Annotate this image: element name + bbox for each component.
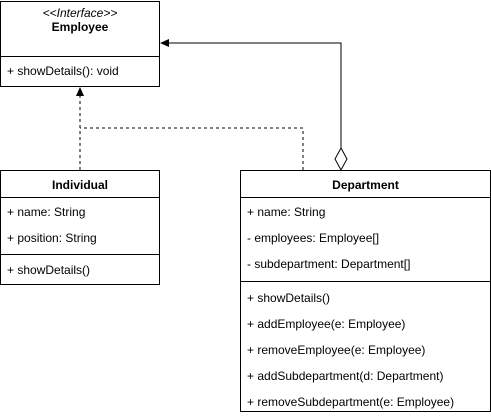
individual-attributes: + name: String + position: String — [1, 198, 159, 254]
employee-class-name: Employee — [51, 20, 109, 34]
aggregation-arrowhead-icon — [160, 39, 169, 47]
department-method: + showDetails() — [247, 291, 331, 305]
realization-arrowhead-icon — [76, 87, 84, 96]
realization-department-line — [80, 127, 304, 170]
individual-class-name: Individual — [51, 178, 108, 192]
employee-header: <<Interface>> Employee — [1, 2, 159, 57]
individual-attribute: + name: String — [7, 205, 86, 219]
department-attribute: - employees: Employee[] — [247, 231, 380, 245]
department-method: + addEmployee(e: Employee) — [247, 317, 406, 331]
individual-header: Individual — [1, 171, 159, 198]
individual-methods: + showDetails() — [1, 254, 159, 284]
department-method: + removeSubdepartment(e: Employee) — [247, 395, 455, 409]
department-attribute: + name: String — [247, 205, 326, 219]
individual-attribute: + position: String — [7, 231, 97, 245]
department-class-name: Department — [332, 178, 399, 192]
employee-stereotype: <<Interface>> — [42, 6, 118, 20]
department-method: + addSubdepartment(d: Department) — [247, 369, 444, 383]
department-method: + removeEmployee(e: Employee) — [247, 343, 426, 357]
individual-method: + showDetails() — [7, 263, 91, 277]
aggregation-diamond-icon — [334, 146, 348, 172]
employee-method: + showDetails(): void — [7, 64, 119, 78]
department-attributes: + name: String - employees: Employee[] -… — [241, 198, 490, 281]
aggregation-line — [168, 42, 342, 148]
employee-methods: + showDetails(): void — [1, 57, 159, 87]
department-class-box[interactable]: Department + name: String - employees: E… — [240, 170, 491, 412]
department-header: Department — [241, 171, 490, 198]
individual-class-box[interactable]: Individual + name: String + position: St… — [0, 170, 160, 285]
employee-interface-box[interactable]: <<Interface>> Employee + showDetails(): … — [0, 1, 160, 87]
department-methods: + showDetails() + addEmployee(e: Employe… — [241, 281, 490, 411]
department-attribute: - subdepartment: Department[] — [247, 257, 411, 271]
